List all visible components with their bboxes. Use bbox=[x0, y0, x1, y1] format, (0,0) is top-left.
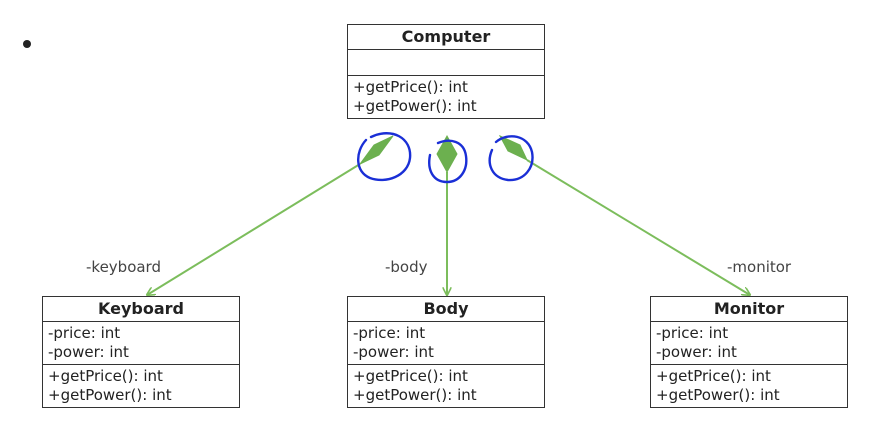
keyboard-attribute: -price: int bbox=[48, 324, 121, 342]
list-bullet bbox=[23, 40, 31, 48]
monitor-role-label: -monitor bbox=[727, 258, 792, 276]
monitor-attributes-compartment: -price: int -power: int bbox=[651, 322, 847, 364]
monitor-operation: +getPower(): int bbox=[656, 386, 780, 404]
monitor-composition-diamond bbox=[498, 134, 529, 162]
annotation-circle-right bbox=[488, 135, 534, 182]
body-composition-diamond bbox=[436, 134, 458, 174]
annotation-circle-middle bbox=[428, 139, 468, 184]
computer-attributes-compartment bbox=[348, 50, 544, 75]
keyboard-association-line bbox=[147, 163, 361, 295]
body-role-label: -body bbox=[385, 258, 428, 276]
computer-class-name: Computer bbox=[348, 25, 544, 50]
monitor-attribute: -price: int bbox=[656, 324, 729, 342]
keyboard-class-box: Keyboard -price: int -power: int +getPri… bbox=[42, 296, 240, 408]
body-attribute: -price: int bbox=[353, 324, 426, 342]
keyboard-attributes-compartment: -price: int -power: int bbox=[43, 322, 239, 364]
monitor-operations-compartment: +getPrice(): int +getPower(): int bbox=[651, 364, 847, 407]
keyboard-class-name: Keyboard bbox=[43, 297, 239, 322]
computer-operations-compartment: +getPrice(): int +getPower(): int bbox=[348, 75, 544, 118]
body-class-name: Body bbox=[348, 297, 544, 322]
annotation-circle-left bbox=[357, 132, 412, 182]
keyboard-role-label: -keyboard bbox=[86, 258, 161, 276]
keyboard-operation: +getPower(): int bbox=[48, 386, 172, 404]
keyboard-attribute: -power: int bbox=[48, 343, 129, 361]
monitor-operation: +getPrice(): int bbox=[656, 367, 771, 385]
monitor-attribute: -power: int bbox=[656, 343, 737, 361]
computer-operation: +getPrice(): int bbox=[353, 78, 468, 96]
monitor-association-line bbox=[526, 159, 750, 295]
body-operation: +getPower(): int bbox=[353, 386, 477, 404]
computer-class-box: Computer +getPrice(): int +getPower(): i… bbox=[347, 24, 545, 119]
body-attribute: -power: int bbox=[353, 343, 434, 361]
body-operation: +getPrice(): int bbox=[353, 367, 468, 385]
keyboard-operation: +getPrice(): int bbox=[48, 367, 163, 385]
body-class-box: Body -price: int -power: int +getPrice()… bbox=[347, 296, 545, 408]
computer-operation: +getPower(): int bbox=[353, 97, 477, 115]
keyboard-operations-compartment: +getPrice(): int +getPower(): int bbox=[43, 364, 239, 407]
monitor-class-name: Monitor bbox=[651, 297, 847, 322]
body-operations-compartment: +getPrice(): int +getPower(): int bbox=[348, 364, 544, 407]
keyboard-composition-diamond bbox=[359, 135, 394, 165]
monitor-class-box: Monitor -price: int -power: int +getPric… bbox=[650, 296, 848, 408]
body-attributes-compartment: -price: int -power: int bbox=[348, 322, 544, 364]
